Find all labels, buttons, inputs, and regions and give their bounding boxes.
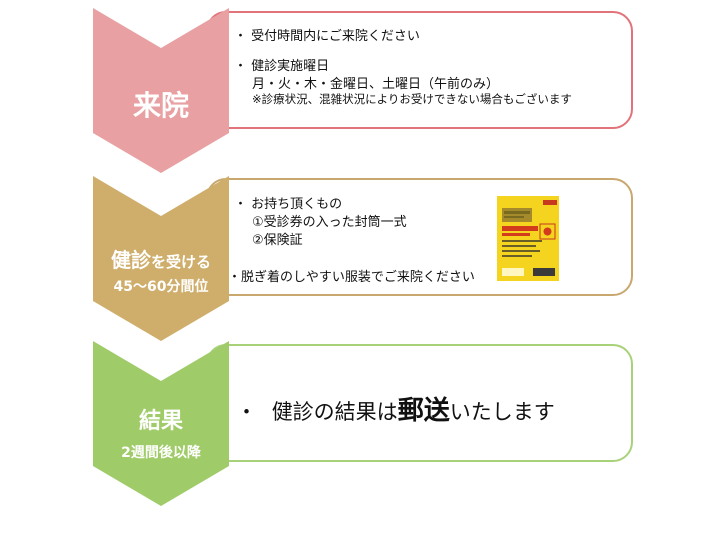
step2-line-voucher: ①受診券の入った封筒一式 bbox=[252, 215, 407, 230]
step2-label-suffix: を受ける bbox=[150, 253, 211, 271]
step1-label: 来院 bbox=[132, 89, 189, 122]
step3-label: 結果 bbox=[138, 409, 183, 434]
step3-result-line: ・ 健診の結果は郵送いたします bbox=[236, 390, 555, 427]
step3-chevron bbox=[93, 341, 229, 506]
step2-chevron bbox=[93, 176, 229, 341]
step1-line-note: ※診療状況、混雑状況によりお受けできない場合もございます bbox=[252, 92, 572, 106]
step2-label-main: 健診 bbox=[110, 248, 151, 272]
step3-content-box bbox=[206, 344, 633, 462]
step1-line-days-heading: ・ 健診実施曜日 bbox=[234, 59, 330, 74]
step2-label: 健診を受ける bbox=[93, 244, 229, 273]
step3-text-post: いたします bbox=[449, 400, 555, 424]
voucher-flyer-graphic bbox=[497, 196, 559, 281]
step2-line-clothing: ・脱ぎ着のしやすい服装でご来院ください bbox=[228, 270, 475, 285]
step2-line-insurance: ②保険証 bbox=[252, 233, 303, 248]
step3-text-emph: 郵送 bbox=[397, 396, 450, 426]
step1-line-reception: ・ 受付時間内にご来院ください bbox=[234, 29, 420, 44]
voucher-flyer-image bbox=[497, 196, 559, 281]
step2-duration: 45〜60分間位 bbox=[113, 279, 209, 295]
step3-timing: 2週間後以降 bbox=[121, 445, 201, 461]
step3-bullet: ・ bbox=[236, 400, 257, 424]
step3-text-pre: 健診の結果は bbox=[271, 400, 398, 424]
step1-content-box bbox=[206, 11, 633, 129]
step2-line-bring: ・ お持ち頂くもの bbox=[234, 197, 343, 212]
step1-line-days: 月・火・木・金曜日、土曜日（午前のみ） bbox=[252, 77, 500, 92]
step1-chevron bbox=[93, 8, 229, 173]
